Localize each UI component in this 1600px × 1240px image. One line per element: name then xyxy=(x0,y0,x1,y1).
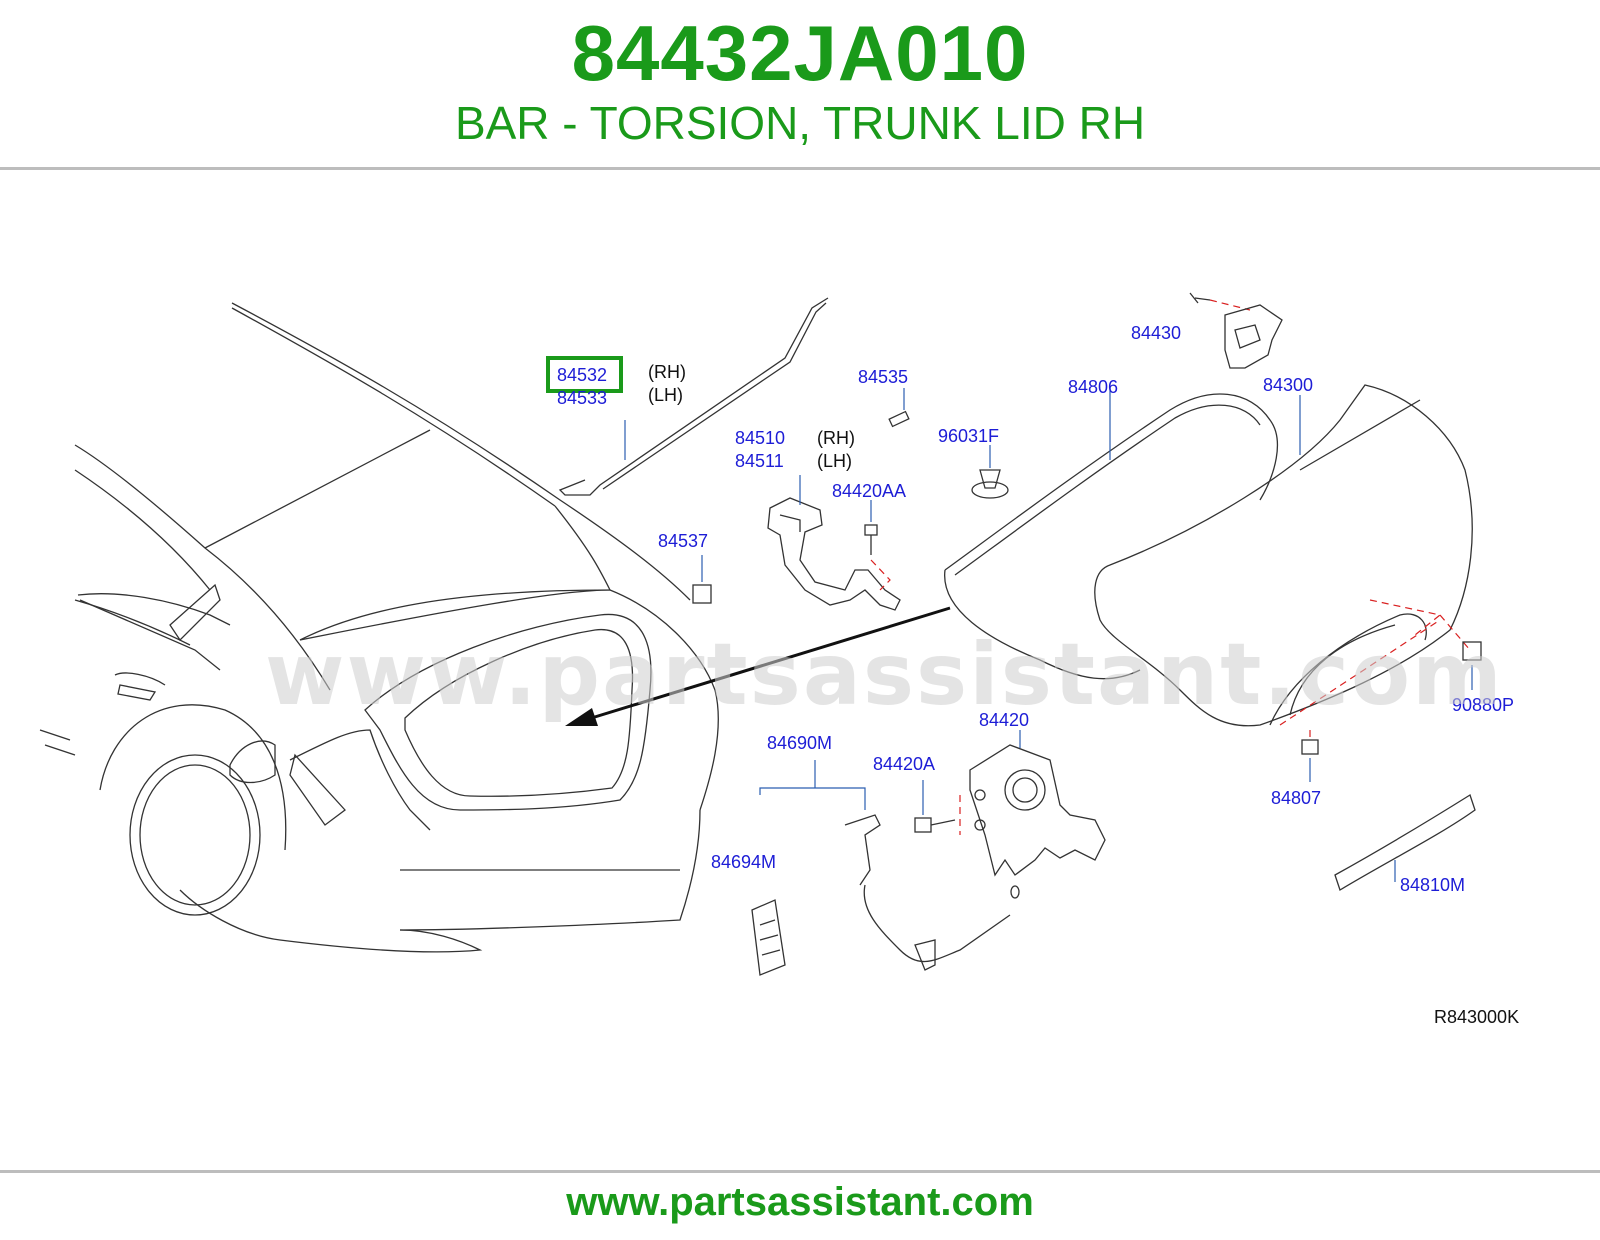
callout-84533[interactable]: 84533 xyxy=(557,388,607,408)
footer-divider xyxy=(0,1170,1600,1173)
bumper-84537-drawing xyxy=(692,555,712,604)
torsion-bar-drawing xyxy=(558,297,829,496)
callout-84430[interactable]: 84430 xyxy=(1131,323,1181,343)
bolt-84420A-drawing xyxy=(914,780,956,833)
callout-90880P[interactable]: 90880P xyxy=(1452,695,1514,715)
striker-base-84420-drawing xyxy=(959,730,1106,877)
callout-84420[interactable]: 84420 xyxy=(979,710,1029,730)
header: 84432JA010 BAR - TORSION, TRUNK LID RH xyxy=(0,0,1600,168)
callout-84300[interactable]: 84300 xyxy=(1263,375,1313,395)
callout-84806[interactable]: 84806 xyxy=(1068,377,1118,397)
footer-website-link[interactable]: www.partsassistant.com xyxy=(566,1180,1034,1224)
pin-84535-drawing xyxy=(888,388,910,428)
part-callouts: 84532 (RH) 84533 (LH) 84535 84510 (RH) 8… xyxy=(546,323,1519,1027)
diagram-reference-code: R843000K xyxy=(1434,1007,1519,1027)
callout-84694M[interactable]: 84694M xyxy=(711,852,776,872)
car-body-drawing xyxy=(39,302,719,953)
hinge-84510-drawing xyxy=(767,475,901,611)
handle-84694M-drawing xyxy=(751,899,786,976)
part-number-title: 84432JA010 xyxy=(571,9,1029,97)
callout-84510-side: (RH) xyxy=(817,428,855,448)
callout-84690M[interactable]: 84690M xyxy=(767,733,832,753)
header-divider xyxy=(0,167,1600,170)
callout-96031F[interactable]: 96031F xyxy=(938,426,999,446)
callout-84511[interactable]: 84511 xyxy=(735,451,784,471)
callout-84511-side: (LH) xyxy=(817,451,852,471)
weatherstrip-84806-drawing xyxy=(944,385,1278,680)
clip-90880P-drawing xyxy=(1462,641,1482,690)
bolt-84420AA-drawing xyxy=(864,500,891,591)
trunk-lid-84300-drawing xyxy=(1094,384,1473,727)
callout-84533-side: (LH) xyxy=(648,385,683,405)
release-cable-84690M-drawing xyxy=(759,760,1020,971)
callout-84532[interactable]: 84532 xyxy=(557,365,607,385)
callout-84807[interactable]: 84807 xyxy=(1271,788,1321,808)
part-name-subtitle: BAR - TORSION, TRUNK LID RH xyxy=(454,97,1146,149)
callout-84510[interactable]: 84510 xyxy=(735,428,785,448)
grommet-96031F-drawing xyxy=(971,445,1009,499)
callout-84420AA[interactable]: 84420AA xyxy=(832,481,906,501)
finisher-84810M-drawing xyxy=(1334,794,1476,891)
clip-84807-drawing xyxy=(1301,730,1319,782)
callout-84810M[interactable]: 84810M xyxy=(1400,875,1465,895)
callout-84537[interactable]: 84537 xyxy=(658,531,708,551)
latch-84430-drawing xyxy=(1189,292,1283,369)
callout-84532-side: (RH) xyxy=(648,362,686,382)
callout-84535[interactable]: 84535 xyxy=(858,367,908,387)
callout-84420A[interactable]: 84420A xyxy=(873,754,935,774)
parts-diagram: www.partsassistant.com xyxy=(0,170,1600,1170)
selected-part-highlight xyxy=(546,356,623,393)
trunk-lid-direction-arrow xyxy=(565,606,951,726)
watermark: www.partsassistant.com xyxy=(265,625,1504,725)
exploded-view-drawing: 84532 (RH) 84533 (LH) 84535 84510 (RH) 8… xyxy=(39,292,1519,1027)
